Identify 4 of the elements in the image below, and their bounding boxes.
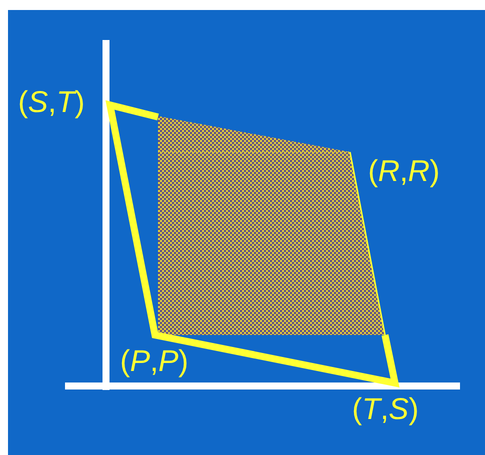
- point-label: (P,P): [120, 345, 188, 379]
- point-label: (T,S): [352, 393, 419, 427]
- point-label: (R,R): [368, 155, 440, 189]
- point-label: (S,T): [18, 86, 85, 120]
